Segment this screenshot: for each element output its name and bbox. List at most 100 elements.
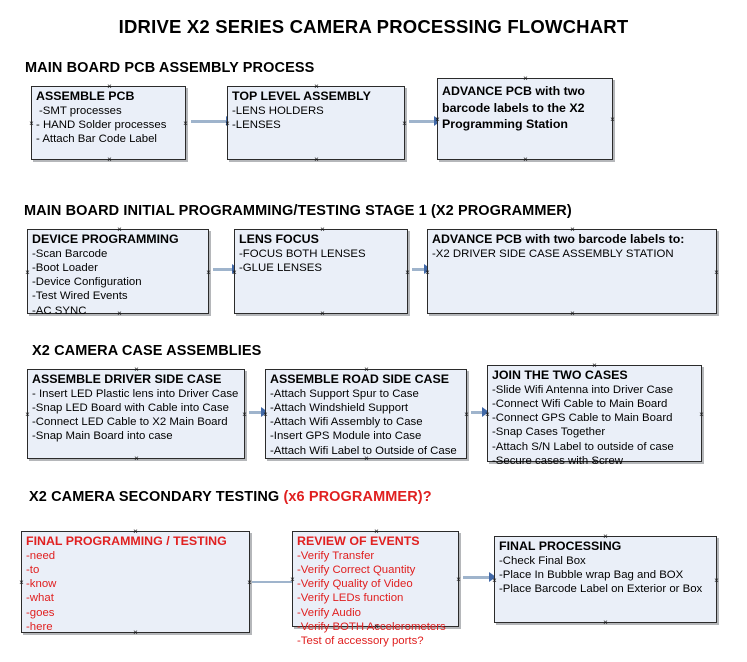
box-line: -goes bbox=[26, 606, 55, 619]
page-title: IDRIVE X2 SERIES CAMERA PROCESSING FLOWC… bbox=[118, 16, 629, 37]
connector-line bbox=[249, 411, 267, 414]
box-line: -Verify BOTH Accelerometers bbox=[297, 620, 446, 633]
box-title: ASSEMBLE ROAD SIDE CASE bbox=[270, 372, 449, 386]
connection-handle-left[interactable] bbox=[24, 411, 31, 418]
connection-handle-bottom[interactable] bbox=[569, 310, 576, 317]
box-line: -Device Configuration bbox=[32, 276, 142, 289]
box-line: -AC SYNC bbox=[32, 304, 87, 317]
connection-handle-top[interactable] bbox=[373, 528, 380, 535]
connection-handle-top[interactable] bbox=[106, 83, 113, 90]
box-device-programming[interactable]: DEVICE PROGRAMMING -Scan Barcode -Boot L… bbox=[24, 226, 212, 317]
connector-line bbox=[252, 581, 297, 583]
connection-handle-bottom[interactable] bbox=[319, 310, 326, 317]
connection-handle-left[interactable] bbox=[434, 116, 441, 123]
connection-handle-left[interactable] bbox=[24, 269, 31, 276]
connection-handle-right[interactable] bbox=[698, 411, 705, 418]
connection-handle-left[interactable] bbox=[491, 577, 498, 584]
box-line: -X2 DRIVER SIDE CASE ASSEMBLY STATION bbox=[432, 247, 674, 260]
connector-line bbox=[409, 120, 437, 123]
connection-handle-top[interactable] bbox=[591, 362, 598, 369]
box-line: -Verify Quality of Video bbox=[297, 578, 413, 591]
connection-handle-left[interactable] bbox=[18, 579, 25, 586]
connection-handle-right[interactable] bbox=[463, 411, 470, 418]
box-line: -Snap Cases Together bbox=[492, 426, 606, 439]
box-line: -Place In Bubble wrap Bag and BOX bbox=[499, 568, 684, 581]
connection-handle-left[interactable] bbox=[262, 411, 269, 418]
connection-handle-bottom[interactable] bbox=[363, 455, 370, 462]
connection-handle-right[interactable] bbox=[401, 120, 408, 127]
connection-handle-top[interactable] bbox=[116, 226, 123, 233]
connection-handle-left[interactable] bbox=[231, 269, 238, 276]
connection-handle-top[interactable] bbox=[319, 226, 326, 233]
box-title: FINAL PROCESSING bbox=[499, 539, 622, 553]
connection-handle-top[interactable] bbox=[522, 75, 529, 82]
connection-handle-bottom[interactable] bbox=[591, 458, 598, 465]
connection-handle-right[interactable] bbox=[455, 576, 462, 583]
box-lens-focus[interactable]: LENS FOCUS -FOCUS BOTH LENSES -GLUE LENS… bbox=[234, 229, 408, 314]
connection-handle-right[interactable] bbox=[609, 116, 616, 123]
box-line: -Attach Wifi Label to Outside of Case bbox=[270, 444, 457, 457]
box-line: - Attach Bar Code Label bbox=[36, 133, 157, 146]
box-line: -Insert GPS Module into Case bbox=[270, 430, 422, 443]
box-line: -LENSES bbox=[232, 118, 281, 131]
box-line: -Place Barcode Label on Exterior or Box bbox=[499, 583, 703, 596]
connection-handle-top[interactable] bbox=[602, 533, 609, 540]
box-join-the-two-cases[interactable]: JOIN THE TWO CASES -Slide Wifi Antenna i… bbox=[484, 362, 705, 467]
connection-handle-left[interactable] bbox=[484, 411, 491, 418]
connection-handle-left[interactable] bbox=[424, 269, 431, 276]
box-final-processing[interactable]: FINAL PROCESSING -Check Final Box -Place… bbox=[494, 536, 717, 623]
box-line: -Attach S/N Label to outside of case bbox=[492, 440, 674, 453]
connection-handle-bottom[interactable] bbox=[522, 156, 529, 163]
section-heading-2: MAIN BOARD INITIAL PROGRAMMING/TESTING S… bbox=[24, 203, 572, 219]
box-line: -Slide Wifi Antenna into Driver Case bbox=[492, 383, 674, 396]
connection-handle-top[interactable] bbox=[133, 366, 140, 373]
connection-handle-bottom[interactable] bbox=[116, 310, 123, 317]
box-title: REVIEW OF EVENTS bbox=[297, 534, 420, 548]
box-line: -to bbox=[26, 563, 40, 576]
box-assemble-driver-side-case[interactable]: ASSEMBLE DRIVER SIDE CASE - Insert LED P… bbox=[27, 369, 245, 459]
connection-handle-top[interactable] bbox=[313, 83, 320, 90]
box-top-level-assembly[interactable]: TOP LEVEL ASSEMBLY -LENS HOLDERS -LENSES bbox=[227, 86, 405, 160]
connection-handle-bottom[interactable] bbox=[133, 455, 140, 462]
section-heading-3: X2 CAMERA CASE ASSEMBLIES bbox=[32, 343, 262, 359]
connection-handle-right[interactable] bbox=[182, 120, 189, 127]
box-line: -what bbox=[26, 592, 54, 605]
connection-handle-bottom[interactable] bbox=[602, 619, 609, 626]
connection-handle-right[interactable] bbox=[205, 269, 212, 276]
connection-handle-top[interactable] bbox=[132, 528, 139, 535]
box-assemble-road-side-case[interactable]: ASSEMBLE ROAD SIDE CASE -Attach Support … bbox=[265, 369, 467, 459]
box-title: FINAL PROGRAMMING / TESTING bbox=[26, 534, 227, 548]
connection-handle-bottom[interactable] bbox=[106, 156, 113, 163]
connection-handle-top[interactable] bbox=[363, 366, 370, 373]
connection-handle-right[interactable] bbox=[713, 577, 720, 584]
box-final-programming-testing[interactable]: FINAL PROGRAMMING / TESTING -need -to -k… bbox=[21, 531, 250, 633]
box-review-of-events[interactable]: REVIEW OF EVENTS -Verify Transfer -Verif… bbox=[289, 528, 462, 647]
connection-handle-right[interactable] bbox=[713, 269, 720, 276]
box-line: -Check Final Box bbox=[499, 554, 586, 567]
connection-handle-bottom[interactable] bbox=[373, 623, 380, 630]
box-line: -here bbox=[26, 620, 53, 633]
box-title: TOP LEVEL ASSEMBLY bbox=[232, 89, 371, 103]
section-heading-4: X2 CAMERA SECONDARY TESTING (x6 PROGRAMM… bbox=[29, 489, 432, 505]
box-title: JOIN THE TWO CASES bbox=[492, 368, 628, 382]
box-assemble-pcb[interactable]: ASSEMBLE PCB -SMT processes - HAND Solde… bbox=[31, 86, 186, 160]
connection-handle-bottom[interactable] bbox=[313, 156, 320, 163]
section-heading-4-black: X2 CAMERA SECONDARY TESTING bbox=[29, 489, 284, 505]
box-line: -Verify Transfer bbox=[297, 549, 375, 562]
box-advance-pcb-driver-side-station[interactable]: ADVANCE PCB with two barcode labels to: … bbox=[427, 229, 717, 314]
box-line: -GLUE LENSES bbox=[239, 261, 322, 274]
box-line: -Snap LED Board with Cable into Case bbox=[32, 401, 229, 414]
connection-handle-top[interactable] bbox=[569, 226, 576, 233]
connection-handle-bottom[interactable] bbox=[132, 629, 139, 636]
connection-handle-right[interactable] bbox=[404, 269, 411, 276]
connector-line bbox=[471, 411, 486, 414]
connector-line bbox=[191, 120, 229, 123]
connection-handle-right[interactable] bbox=[241, 411, 248, 418]
connection-handle-left[interactable] bbox=[224, 120, 231, 127]
connection-handle-left[interactable] bbox=[289, 576, 296, 583]
box-title: ADVANCE PCB with two barcode labels to t… bbox=[442, 84, 585, 131]
connection-handle-left[interactable] bbox=[28, 120, 35, 127]
connector-line bbox=[412, 268, 428, 271]
box-advance-pcb-programming-station[interactable]: ADVANCE PCB with two barcode labels to t… bbox=[437, 78, 613, 160]
box-title: ADVANCE PCB with two barcode labels to: bbox=[432, 232, 685, 246]
